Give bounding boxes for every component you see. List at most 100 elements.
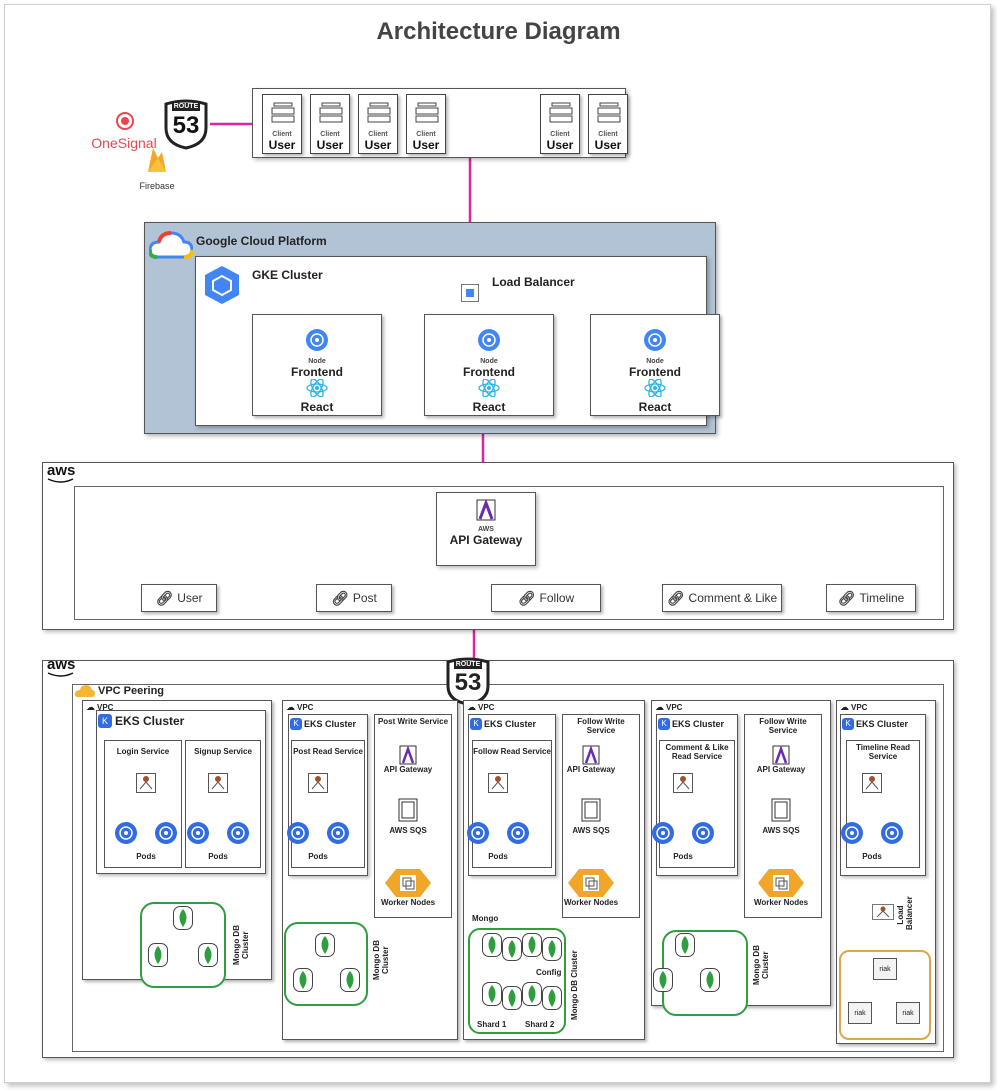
pod-icon [467, 822, 489, 844]
vpc-label: VPC [97, 703, 114, 712]
client-user-3[interactable]: Client User [406, 94, 446, 154]
api-gateway-icon [476, 498, 496, 521]
api-gateway-label: API Gateway [566, 765, 616, 774]
mongo-shard-node-0 [482, 933, 502, 957]
mongo-node-1-2 [340, 968, 360, 992]
pods-label: Pods [488, 852, 508, 861]
lb-tree-icon [491, 776, 505, 790]
pods-label: Pods [208, 852, 228, 861]
server-icon [271, 102, 295, 123]
client-label: Client [598, 131, 618, 138]
link-icon: 🔗︎ [837, 589, 856, 606]
client-user-5[interactable]: Client User [588, 94, 628, 154]
comment-read-label: Comment & Like Read Service [665, 743, 729, 761]
client-user-4[interactable]: Client User [540, 94, 580, 154]
pod-icon [507, 822, 529, 844]
client-user-0[interactable]: Client User [262, 94, 302, 154]
k8s-icon: K [290, 718, 302, 730]
k8s-node-icon [644, 329, 666, 351]
lb-tree-icon [139, 776, 153, 790]
api-gateway-main: AWS API Gateway [436, 492, 536, 566]
api-gateway-small: AWS [478, 526, 494, 533]
lb-tree-icon [865, 776, 879, 790]
pods-label: Pods [673, 852, 693, 861]
eks-header-3: K EKS Cluster [842, 718, 908, 730]
login-service-label: Login Service [116, 747, 170, 756]
worker-nodes-icon [568, 869, 614, 897]
sqs-label: AWS SQS [762, 826, 800, 835]
route53-logo-top: ROUTE 53 [162, 98, 210, 150]
service-label: Timeline [859, 591, 905, 605]
post-read-label: Post Read Service [293, 747, 363, 756]
aws-logo-top: aws [47, 462, 76, 479]
mongodb-leaf-icon [488, 936, 496, 954]
eks-label: EKS Cluster [484, 719, 537, 729]
server-icon [415, 102, 439, 123]
vpc-label: VPC [666, 703, 683, 712]
server-icon [549, 102, 573, 123]
eks-label: EKS Cluster [304, 719, 357, 729]
node-name-label: Frontend [463, 365, 515, 379]
mongo-node-0-0 [173, 906, 193, 930]
service-label: Follow [539, 591, 575, 605]
link-icon: 🔗︎ [155, 589, 174, 606]
pods-label: Pods [862, 852, 882, 861]
client-label: Client [416, 131, 436, 138]
follow-read-box: Follow Read Service [472, 740, 552, 868]
pod-lb-3 [488, 773, 508, 793]
service-4[interactable]: 🔗︎ Timeline [826, 584, 916, 612]
service-1[interactable]: 🔗︎ Post [316, 584, 392, 612]
sqs-icon [771, 798, 791, 822]
client-user-label: User [268, 138, 296, 152]
vpc-tag-2: ☁ VPC [467, 702, 494, 713]
vpc-tag-3: ☁ VPC [655, 702, 682, 713]
vpc-label: VPC [478, 703, 495, 712]
mongodb-leaf-icon [508, 940, 516, 958]
react-icon [644, 378, 666, 398]
service-2[interactable]: 🔗︎ Follow [491, 584, 601, 612]
worker-nodes-icon [385, 869, 431, 897]
mongo-cluster-label: Mongo DB Cluster [570, 950, 579, 1020]
load-balancer-label: Load Balancer [492, 275, 575, 289]
gke-hexagon-icon [205, 266, 239, 304]
mongo-replica-node-0 [502, 937, 522, 961]
pod-icon [881, 822, 903, 844]
api-gateway-label: API Gateway [449, 533, 523, 547]
service-0[interactable]: 🔗︎ User [141, 584, 217, 612]
vpc-label: VPC [297, 703, 314, 712]
post-read-box: Post Read Service [291, 740, 365, 868]
pod-icon [692, 822, 714, 844]
timeline-load-balancer-label: Load Balancer [896, 896, 914, 930]
vpc-tag-1: ☁ VPC [286, 702, 313, 713]
shard1-label: Shard 1 [477, 1020, 507, 1029]
client-user-1[interactable]: Client User [310, 94, 350, 154]
sqs-icon [581, 798, 601, 822]
firebase-label: Firebase [139, 181, 175, 191]
riak-node-0: riak [873, 958, 897, 980]
shard2-label: Shard 2 [525, 1020, 555, 1029]
eks-header-2: K EKS Cluster [658, 718, 724, 730]
pods-label: Pods [308, 852, 328, 861]
mongo-replica-node-3 [542, 986, 562, 1010]
signup-service-box: Signup Service [185, 740, 261, 868]
service-3[interactable]: 🔗︎ Comment & Like [662, 584, 782, 612]
post-write-label: Post Write Service [377, 717, 449, 726]
client-user-2[interactable]: Client User [358, 94, 398, 154]
mongodb-leaf-icon [659, 971, 667, 989]
pod-icon [227, 822, 249, 844]
onesignal-label: OneSignal [91, 135, 157, 151]
follow-write-label: Follow Write Service [577, 717, 625, 735]
comment-write-label: Follow Write Service [759, 717, 807, 735]
timeline-read-box: Timeline Read Service [846, 740, 920, 868]
eks-auth-label: EKS Cluster [115, 714, 185, 728]
eks-header-0: K EKS Cluster [290, 718, 356, 730]
k8s-icon: K [98, 714, 112, 728]
frontend-node-1[interactable]: Node Frontend React [424, 314, 554, 416]
frontend-node-2[interactable]: Node Frontend React [590, 314, 720, 416]
mongodb-leaf-icon [299, 971, 307, 989]
worker-nodes-label: Worker Nodes [753, 898, 809, 907]
frontend-node-0[interactable]: Node Frontend React [252, 314, 382, 416]
server-icon [597, 102, 621, 123]
comment-read-box: Comment & Like Read Service [659, 740, 735, 868]
pod-icon [327, 822, 349, 844]
